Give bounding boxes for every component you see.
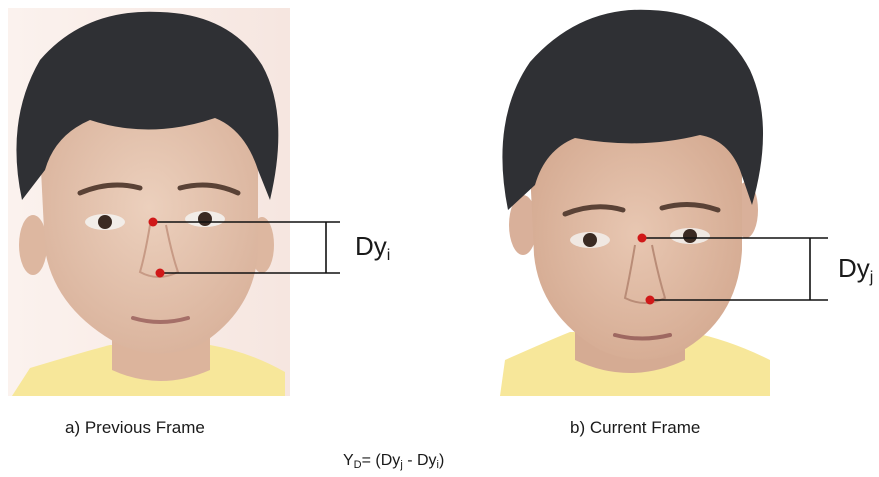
current-frame-panel: Dyj b) Current Frame (490, 0, 879, 437)
left-eyebrow (562, 204, 626, 217)
current-frame-photo (500, 8, 828, 396)
hair (16, 11, 279, 200)
left-eyebrow (77, 182, 143, 196)
dy-j-label: Dyj (838, 253, 874, 286)
previous-frame-panel: Dyi a) Previous Frame (0, 0, 420, 437)
previous-frame-photo (8, 8, 340, 396)
right-eyebrow (177, 182, 241, 196)
dy-i-label: Dyi (355, 231, 391, 264)
nose-tip-landmark (155, 268, 165, 278)
hair (502, 9, 764, 210)
face (530, 108, 742, 360)
nose (623, 244, 667, 304)
mouth (131, 316, 190, 324)
nose-tip-landmark (645, 295, 655, 305)
displacement-formula: YD= (Dyj - Dyi) (343, 452, 445, 471)
eye-center-landmark (148, 217, 158, 227)
current-frame-caption: b) Current Frame (570, 418, 701, 437)
mouth (613, 333, 672, 341)
left-ear (509, 195, 537, 255)
right-eyebrow (659, 202, 721, 213)
eye-center-landmark (637, 233, 647, 243)
previous-frame-caption: a) Previous Frame (65, 418, 205, 437)
left-ear (19, 215, 47, 275)
